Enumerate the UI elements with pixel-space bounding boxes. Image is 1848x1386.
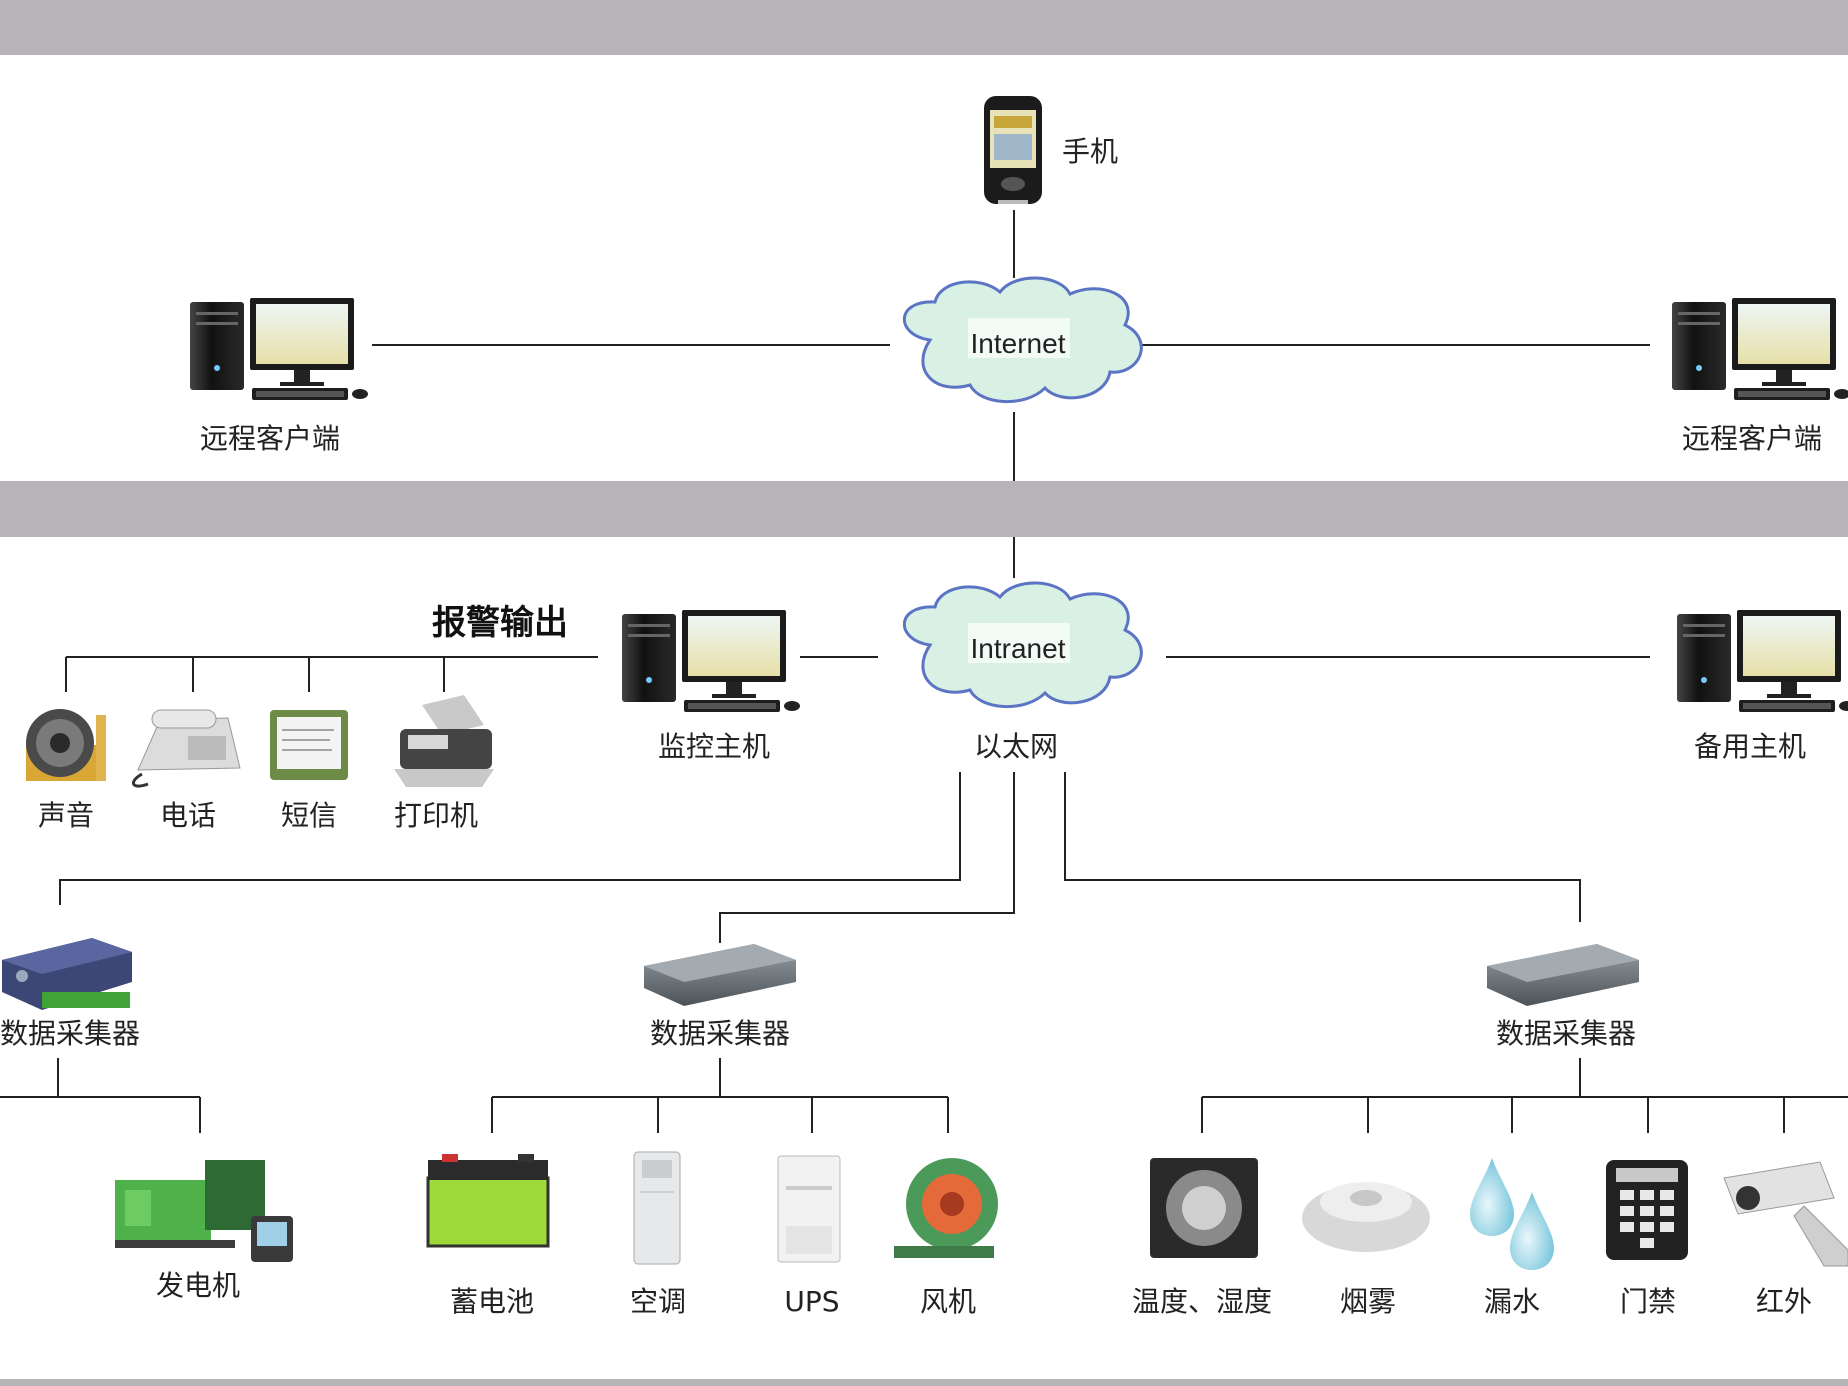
alarm-output-label: 声音	[37, 799, 95, 832]
sms-terminal-icon	[270, 710, 348, 780]
intranet-cloud-label: Intranet	[970, 633, 1066, 664]
data-collector-2-icon	[644, 944, 796, 1006]
monitor-host-icon	[622, 610, 800, 712]
ups-icon	[777, 1155, 841, 1263]
device-label: 蓄电池	[449, 1285, 535, 1318]
device-label: 烟雾	[1339, 1285, 1397, 1318]
telephone-icon	[132, 709, 241, 788]
collector-1-label: 数据采集器	[0, 1017, 141, 1050]
mobile-phone-icon	[984, 96, 1042, 204]
bottom-band	[0, 1379, 1848, 1386]
access-keypad-icon	[1606, 1160, 1688, 1260]
water-leak-icon	[1470, 1158, 1554, 1270]
backup-host-label: 备用主机	[1693, 730, 1807, 763]
device-label: 门禁	[1619, 1285, 1677, 1318]
collector-2-label: 数据采集器	[649, 1017, 791, 1050]
device-label: 温度、湿度	[1131, 1285, 1273, 1318]
alarm-output-label: 打印机	[393, 799, 479, 832]
infrared-camera-icon	[1723, 1161, 1848, 1267]
printer-icon	[394, 695, 494, 787]
thermo-hygrometer-icon	[1150, 1158, 1258, 1258]
internet-cloud	[902, 276, 1143, 403]
device-label: 红外	[1755, 1285, 1813, 1318]
device-label: 风机	[919, 1285, 977, 1318]
remote-client-right-label: 远程客户端	[1681, 422, 1823, 455]
data-collector-1-icon	[2, 938, 132, 1010]
top-band	[0, 0, 1848, 55]
alarm-output-label: 电话	[159, 799, 217, 832]
device-label: 空调	[629, 1285, 687, 1318]
monitor-host-label: 监控主机	[657, 730, 771, 763]
battery-icon	[426, 1154, 550, 1248]
fan-blower-icon	[894, 1158, 998, 1258]
alarm-output-label: 短信	[280, 799, 338, 832]
data-collector-3-icon	[1487, 944, 1639, 1006]
remote-client-left-label: 远程客户端	[199, 422, 341, 455]
device-label: 发电机	[155, 1269, 241, 1302]
remote-client-left-icon	[190, 298, 368, 400]
backup-host-icon	[1677, 610, 1848, 712]
smoke-detector-icon	[1302, 1182, 1430, 1252]
connection-lines	[0, 210, 1848, 1133]
internet-cloud-label: Internet	[970, 328, 1066, 359]
ethernet-label: 以太网	[973, 730, 1059, 763]
air-conditioner-icon	[633, 1151, 681, 1265]
device-label: UPS	[784, 1285, 840, 1318]
speaker-icon	[26, 709, 106, 781]
remote-client-right-icon	[1672, 298, 1848, 400]
alarm-output-title: 报警输出	[432, 603, 568, 643]
device-label: 漏水	[1483, 1285, 1541, 1318]
generator-icon	[115, 1160, 293, 1262]
mobile-label: 手机	[1062, 135, 1119, 168]
middle-band	[0, 481, 1848, 537]
intranet-cloud	[902, 581, 1143, 708]
collector-3-label: 数据采集器	[1495, 1017, 1637, 1050]
